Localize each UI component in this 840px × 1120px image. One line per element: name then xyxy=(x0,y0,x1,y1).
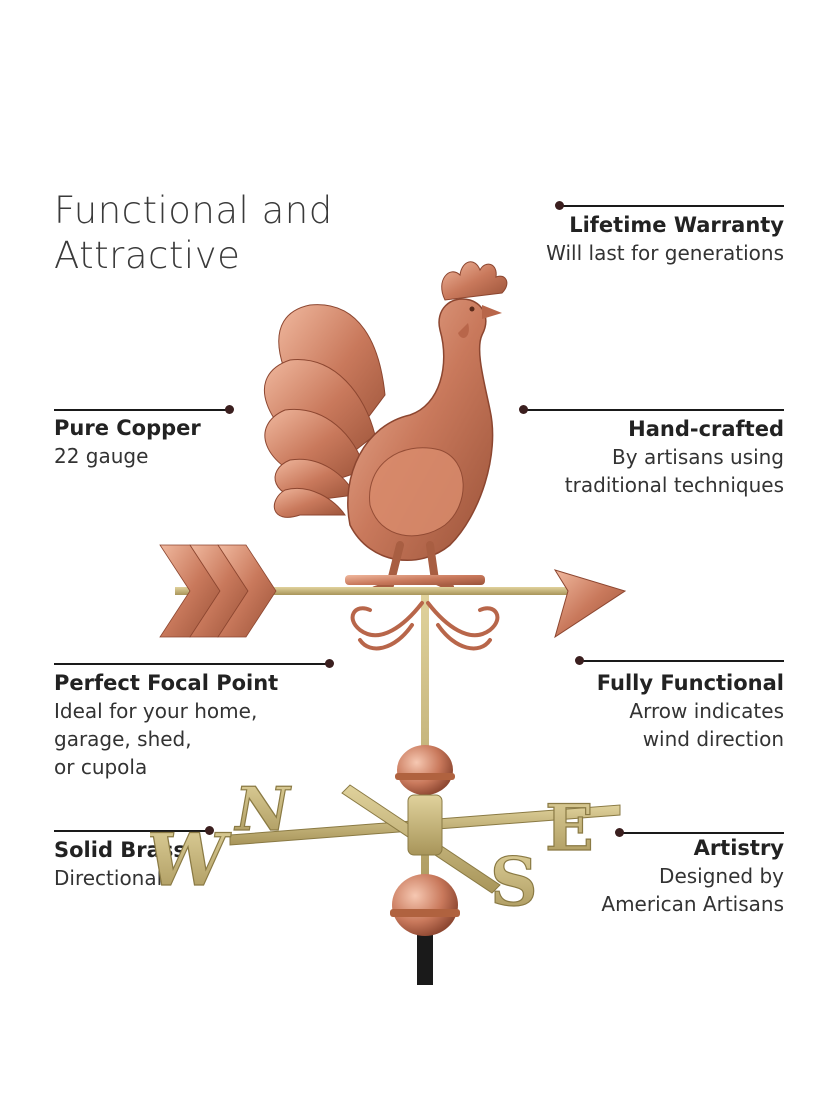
warranty-line: Will last for generations xyxy=(546,241,784,265)
callout-copper: Pure Copper 22 gauge xyxy=(54,414,354,470)
artistry-title: Artistry xyxy=(693,836,784,860)
handcrafted-line: traditional techniques xyxy=(564,473,784,497)
compass-letter-east: E xyxy=(545,791,594,866)
callout-brass: Solid Brass Directionals xyxy=(54,836,354,892)
focal-line: or cupola xyxy=(54,755,148,779)
artistry-line: Designed by xyxy=(659,864,784,888)
upper-ball xyxy=(395,745,455,795)
brass-title: Solid Brass xyxy=(54,838,186,862)
focal-title: Perfect Focal Point xyxy=(54,671,279,695)
callout-artistry: Artistry Designed by American Artisans xyxy=(484,834,784,918)
wing xyxy=(369,447,464,537)
compass-hub xyxy=(407,794,443,856)
callout-focal: Perfect Focal Point Ideal for your home,… xyxy=(54,669,354,781)
callout-handcrafted: Hand-crafted By artisans using tradition… xyxy=(484,415,784,499)
copper-dot xyxy=(225,405,234,414)
warranty-title: Lifetime Warranty xyxy=(569,213,784,237)
arrow-shaft xyxy=(175,587,575,595)
arrow-fletching xyxy=(159,544,277,638)
headline-line-1: Functional and xyxy=(54,189,333,232)
comb xyxy=(441,261,508,301)
beak xyxy=(482,305,502,319)
brass-rule xyxy=(54,830,210,832)
tail-feathers xyxy=(264,304,386,518)
compass-letter-south: S xyxy=(490,843,538,921)
copper-title: Pure Copper xyxy=(54,416,201,440)
copper-line: 22 gauge xyxy=(54,444,149,468)
eye xyxy=(469,306,475,312)
warranty-rule xyxy=(560,205,784,207)
focal-line: Ideal for your home, xyxy=(54,699,258,723)
scrollwork xyxy=(350,601,500,651)
functional-rule xyxy=(580,660,784,662)
perch xyxy=(345,575,485,585)
functional-title: Fully Functional xyxy=(596,671,784,695)
functional-line: Arrow indicates xyxy=(629,699,784,723)
functional-dot xyxy=(575,656,584,665)
rooster-weathervane-illustration: W N S E xyxy=(150,261,627,985)
functional-line: wind direction xyxy=(642,727,784,751)
handcrafted-line: By artisans using xyxy=(612,445,784,469)
focal-line: garage, shed, xyxy=(54,727,192,751)
focal-rule xyxy=(54,663,330,665)
artistry-dot xyxy=(615,828,624,837)
handcrafted-dot xyxy=(519,405,528,414)
copper-rule xyxy=(54,409,230,411)
artistry-line: American Artisans xyxy=(601,892,784,916)
compass-letter-west: W xyxy=(150,818,234,903)
wattle xyxy=(458,323,469,338)
callout-functional: Fully Functional Arrow indicates wind di… xyxy=(484,669,784,753)
headline: Functional and Attractive xyxy=(54,188,333,278)
handcrafted-rule xyxy=(524,409,784,411)
brass-dot xyxy=(205,826,214,835)
artistry-rule xyxy=(620,832,784,834)
headline-line-2: Attractive xyxy=(54,234,241,277)
compass-letter-north: N xyxy=(229,774,296,844)
lower-ball xyxy=(390,874,460,936)
brass-line: Directionals xyxy=(54,866,173,890)
handcrafted-title: Hand-crafted xyxy=(628,417,784,441)
arrow-head xyxy=(553,569,627,639)
warranty-dot xyxy=(555,201,564,210)
callout-warranty: Lifetime Warranty Will last for generati… xyxy=(484,211,784,267)
focal-dot xyxy=(325,659,334,668)
